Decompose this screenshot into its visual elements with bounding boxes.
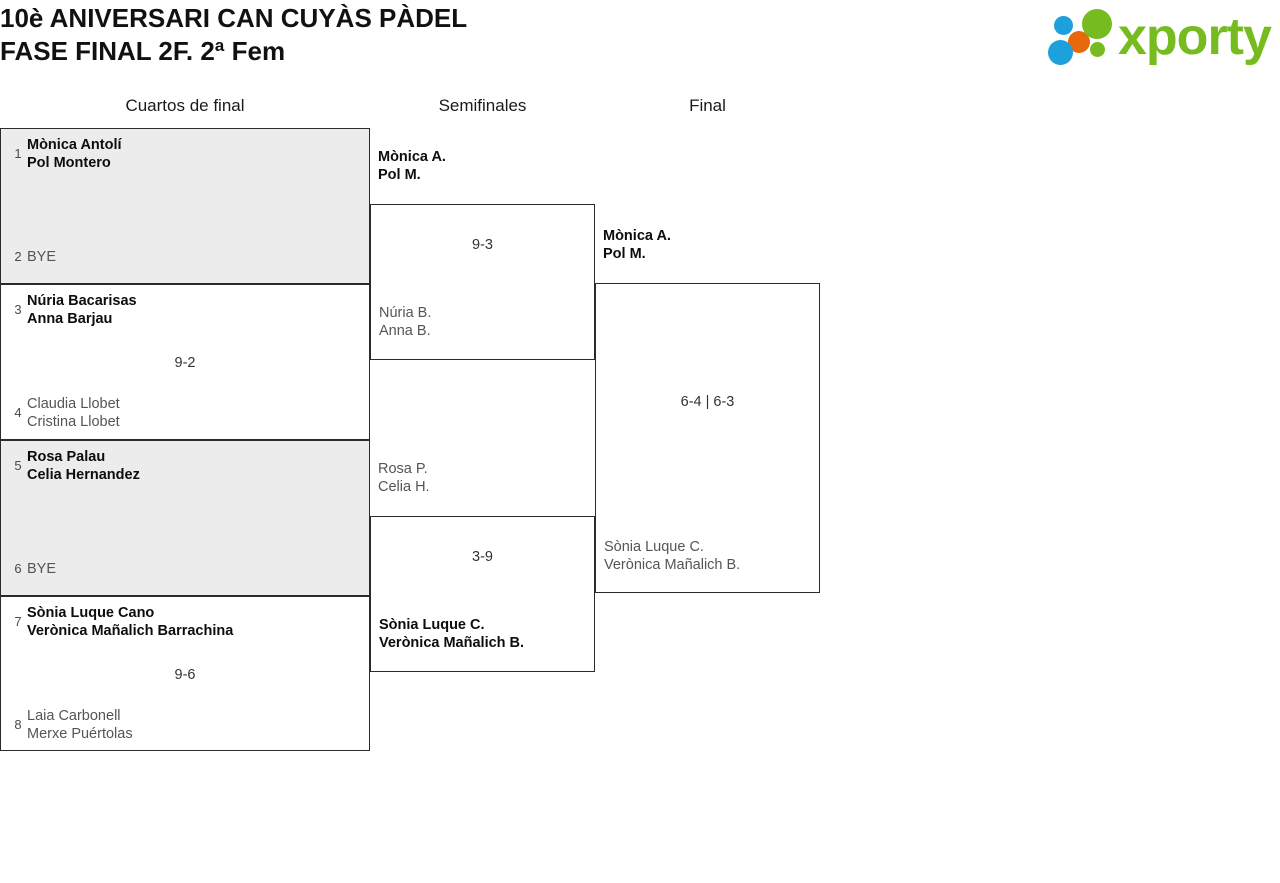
match-competitor-bottom[interactable]: 8 Laia Carbonell Merxe Puértolas <box>1 707 361 755</box>
match-score: 6-4 | 6-3 <box>680 394 735 410</box>
match-competitor-bottom[interactable]: 4 Claudia Llobet Cristina Llobet <box>1 395 361 443</box>
match-competitor-top[interactable]: Mònica A. Pol M. <box>595 227 817 267</box>
match-quarterfinal-4[interactable]: 7 Sònia Luque Cano Verònica Mañalich Bar… <box>0 596 370 751</box>
logo-dot-blue-small <box>1054 16 1073 35</box>
logo-dot-green-small <box>1090 42 1105 57</box>
logo-dot-orange <box>1068 31 1090 53</box>
match-score: 9-6 <box>174 667 196 683</box>
player-names: BYE <box>27 249 57 265</box>
match-competitor-top[interactable]: 3 Núria Bacarisas Anna Barjau <box>1 292 361 348</box>
page-title: 10è ANIVERSARI CAN CUYÀS PÀDEL FASE FINA… <box>0 3 468 66</box>
seed-number: 8 <box>14 717 22 732</box>
match-quarterfinal-3[interactable]: 5 Rosa Palau Celia Hernandez 6 BYE <box>0 440 370 596</box>
match-quarterfinal-1[interactable]: 1 Mònica Antolí Pol Montero 2 BYE <box>0 128 370 284</box>
player-names: Claudia Llobet Cristina Llobet <box>27 396 120 430</box>
match-competitor-bottom[interactable]: Sònia Luque C. Verònica Mañalich B. <box>596 538 818 586</box>
xporty-logo: xporty <box>1048 6 1274 68</box>
player-names: Rosa P. Celia H. <box>378 461 430 495</box>
seed-number: 1 <box>14 146 22 161</box>
player-names: BYE <box>27 561 57 577</box>
logo-wordmark: xporty <box>1118 8 1272 66</box>
player-names: Núria Bacarisas Anna Barjau <box>27 293 137 327</box>
seed-number: 6 <box>14 561 22 576</box>
match-score: 9-2 <box>174 355 196 371</box>
player-names: Mònica Antolí Pol Montero <box>27 137 122 171</box>
round-header-semifinals: Semifinales <box>438 96 527 115</box>
player-names: Sònia Luque C. Verònica Mañalich B. <box>379 617 525 651</box>
round-header-quarterfinals: Cuartos de final <box>125 96 245 115</box>
match-competitor-bottom[interactable]: Núria B. Anna B. <box>371 304 593 352</box>
match-competitor-bottom[interactable]: Sònia Luque C. Verònica Mañalich B. <box>371 616 593 664</box>
match-semifinal-1[interactable]: 9-3 Núria B. Anna B. <box>370 204 595 360</box>
logo-dot-blue-large <box>1048 40 1073 65</box>
round-header-final: Final <box>689 96 726 115</box>
player-names: Núria B. Anna B. <box>379 305 432 339</box>
match-semifinal-2[interactable]: 3-9 Sònia Luque C. Verònica Mañalich B. <box>370 516 595 672</box>
match-competitor-top[interactable]: Mònica A. Pol M. <box>370 148 592 188</box>
seed-number: 7 <box>14 614 22 629</box>
seed-number: 3 <box>14 302 22 317</box>
match-competitor-top[interactable]: 1 Mònica Antolí Pol Montero <box>1 136 361 192</box>
seed-number: 4 <box>14 405 22 420</box>
player-names: Mònica A. Pol M. <box>378 149 446 183</box>
match-quarterfinal-2[interactable]: 3 Núria Bacarisas Anna Barjau 9-2 4 Clau… <box>0 284 370 440</box>
match-competitor-bottom[interactable]: 6 BYE <box>1 551 361 591</box>
match-competitor-top[interactable]: Rosa P. Celia H. <box>370 460 592 500</box>
player-names: Sònia Luque Cano Verònica Mañalich Barra… <box>27 605 234 639</box>
player-names: Sònia Luque C. Verònica Mañalich B. <box>604 539 741 573</box>
match-competitor-bottom[interactable]: 2 BYE <box>1 239 361 279</box>
seed-number: 2 <box>14 249 22 264</box>
player-names: Laia Carbonell Merxe Puértolas <box>27 708 133 742</box>
match-competitor-top[interactable]: 5 Rosa Palau Celia Hernandez <box>1 448 361 504</box>
logo-dot-green-large <box>1082 9 1112 39</box>
logo-dots-icon <box>1048 6 1122 68</box>
match-score: 9-3 <box>472 237 493 253</box>
seed-number: 5 <box>14 458 22 473</box>
player-names: Rosa Palau Celia Hernandez <box>27 449 140 483</box>
match-score: 3-9 <box>472 549 493 565</box>
match-competitor-top[interactable]: 7 Sònia Luque Cano Verònica Mañalich Bar… <box>1 604 361 660</box>
player-names: Mònica A. Pol M. <box>603 228 671 262</box>
match-final[interactable]: 6-4 | 6-3 Sònia Luque C. Verònica Mañali… <box>595 283 820 593</box>
